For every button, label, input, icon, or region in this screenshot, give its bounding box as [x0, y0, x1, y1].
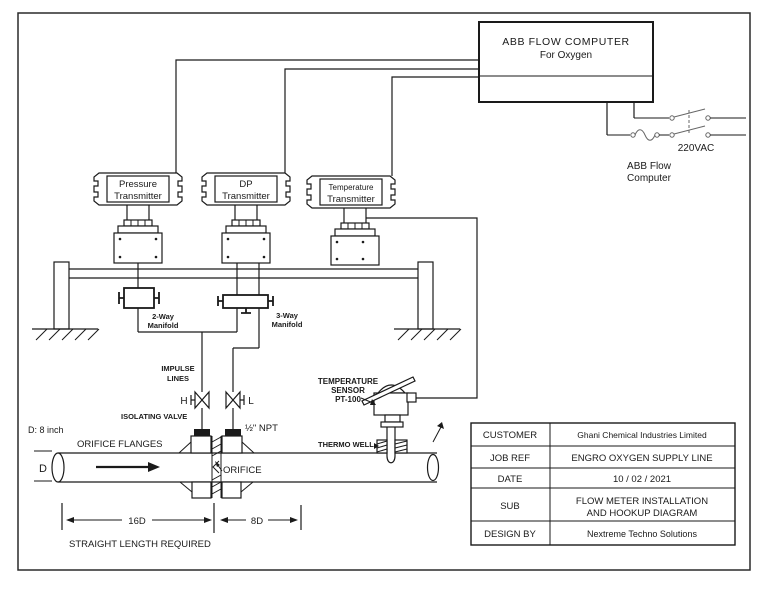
pressure-transmitter: Pressure Transmitter	[93, 172, 183, 264]
flange-gussets	[178, 441, 255, 493]
sensor-cable-stub	[406, 392, 417, 403]
upper-flange-right	[221, 435, 243, 454]
power-switch: 220VAC ABB Flow Computer	[606, 102, 746, 184]
temperature-transmitter-label-2: Transmitter	[327, 194, 375, 205]
right-post	[417, 261, 434, 330]
title-block-label-designby: DESIGN BY	[484, 529, 536, 540]
dp-transmitter-label-1: DP	[239, 179, 252, 190]
pipe-spec-label: D: 8 inch	[28, 425, 64, 435]
temp-sensor-label-2: SENSOR	[331, 386, 365, 395]
title-block-value-customer: Ghani Chemical Industries Limited	[577, 430, 707, 440]
temperature-sensor: TEMPERATURE SENSOR PT-100	[318, 376, 417, 428]
well-arrow	[432, 426, 442, 443]
process-pipe	[51, 452, 437, 483]
thermo-well-pointer	[374, 443, 379, 449]
temp-sensor-label-3: PT-100	[335, 395, 361, 404]
orifice-plate-hatch	[211, 436, 222, 495]
diameter-ticks	[34, 450, 52, 482]
npt-label: ½" NPT	[245, 423, 278, 434]
title-block-label-date: DATE	[498, 474, 523, 485]
pipe-left-end	[51, 452, 65, 483]
title-block-value-jobref: ENGRO OXYGEN SUPPLY LINE	[571, 453, 712, 464]
three-way-manifold: 3-Way Manifold	[217, 294, 303, 329]
impulse-tubing	[137, 263, 260, 429]
valve-h-label: H	[180, 396, 187, 407]
title-block-value-sub-1: FLOW METER INSTALLATION	[576, 496, 708, 507]
title-block-value-date: 10 / 02 / 2021	[613, 474, 671, 485]
left-post	[53, 261, 70, 330]
flow-computer-caption-2: Computer	[627, 173, 672, 184]
abb-flow-computer-box: ABB FLOW COMPUTER For Oxygen	[478, 21, 654, 103]
sensor-pointer-head	[370, 399, 376, 405]
dim-8d-label: 8D	[251, 516, 263, 527]
pt100-cable	[366, 217, 478, 399]
well-threads	[376, 440, 408, 453]
pressure-junction-box	[113, 232, 163, 264]
sensor-cover-plate	[361, 376, 416, 406]
title-block-label-sub: SUB	[500, 501, 520, 512]
tap-low	[225, 429, 241, 436]
ground-hatch-left	[35, 328, 100, 341]
thermo-well-label: THERMO WELL	[318, 440, 374, 449]
well-arrow-head	[437, 422, 444, 429]
orifice-flange-assembly	[178, 429, 255, 499]
orifice-flanges-label: ORIFICE FLANGES	[77, 439, 163, 450]
three-way-manifold-label-2: Manifold	[272, 320, 303, 329]
power-voltage-label: 220VAC	[678, 143, 715, 154]
flow-arrow-head	[148, 462, 160, 472]
pipe-right-end	[426, 453, 440, 482]
dimension-16d: 16D	[61, 503, 215, 533]
upper-flange-left	[190, 435, 212, 454]
isolating-valve-l: L	[225, 390, 254, 410]
dimension-8d: 8D	[220, 505, 302, 530]
pressure-transmitter-label-2: Transmitter	[114, 191, 162, 202]
flow-computer-title: ABB FLOW COMPUTER	[502, 36, 629, 48]
temperature-transmitter-label-1: Temperature	[329, 183, 374, 192]
flow-computer-caption-1: ABB Flow	[627, 161, 672, 172]
title-block-label-jobref: JOB REF	[490, 453, 530, 464]
isolating-valve-label: ISOLATING VALVE	[121, 412, 187, 421]
title-block-label-customer: CUSTOMER	[483, 430, 537, 441]
mounting-rail	[32, 261, 462, 341]
title-block-value-designby: Nextreme Techno Solutions	[587, 529, 697, 539]
temperature-transmitter: Temperature Transmitter	[306, 175, 396, 266]
pipe-diameter-label: D	[39, 463, 47, 475]
dp-junction-box	[221, 232, 271, 264]
pressure-transmitter-label-1: Pressure	[119, 179, 157, 190]
signal-wires	[175, 59, 479, 176]
two-way-manifold-label-2: Manifold	[148, 321, 179, 330]
two-way-manifold: 2-Way Manifold	[118, 287, 179, 330]
isolating-valve-h: H	[180, 390, 210, 410]
temperature-junction-box	[330, 235, 380, 266]
dp-transmitter: DP Transmitter	[201, 172, 291, 264]
title-block-value-sub-2: AND HOOKUP DIAGRAM	[587, 508, 698, 519]
orifice-label: ORIFICE	[223, 465, 262, 476]
impulse-lines-label-2: LINES	[167, 374, 189, 383]
ground-hatch-right	[397, 328, 462, 341]
tap-high	[194, 429, 210, 436]
impulse-lines-label-1: IMPULSE	[161, 364, 194, 373]
lower-flange-left	[191, 481, 212, 499]
lower-flange-right	[221, 481, 242, 499]
temp-sensor-label-1: TEMPERATURE	[318, 377, 379, 386]
valve-l-label: L	[248, 396, 254, 407]
dp-transmitter-label-2: Transmitter	[222, 191, 270, 202]
straight-length-label: STRAIGHT LENGTH REQUIRED	[69, 539, 211, 550]
three-way-manifold-label-1: 3-Way	[276, 311, 299, 320]
two-way-manifold-label-1: 2-Way	[152, 312, 175, 321]
dim-16d-label: 16D	[128, 516, 146, 527]
thermo-well: THERMO WELL	[318, 422, 444, 464]
orifice-pointer-head	[215, 461, 220, 467]
title-block: CUSTOMER Ghani Chemical Industries Limit…	[470, 422, 736, 546]
flow-computer-subtitle: For Oxygen	[540, 50, 592, 61]
